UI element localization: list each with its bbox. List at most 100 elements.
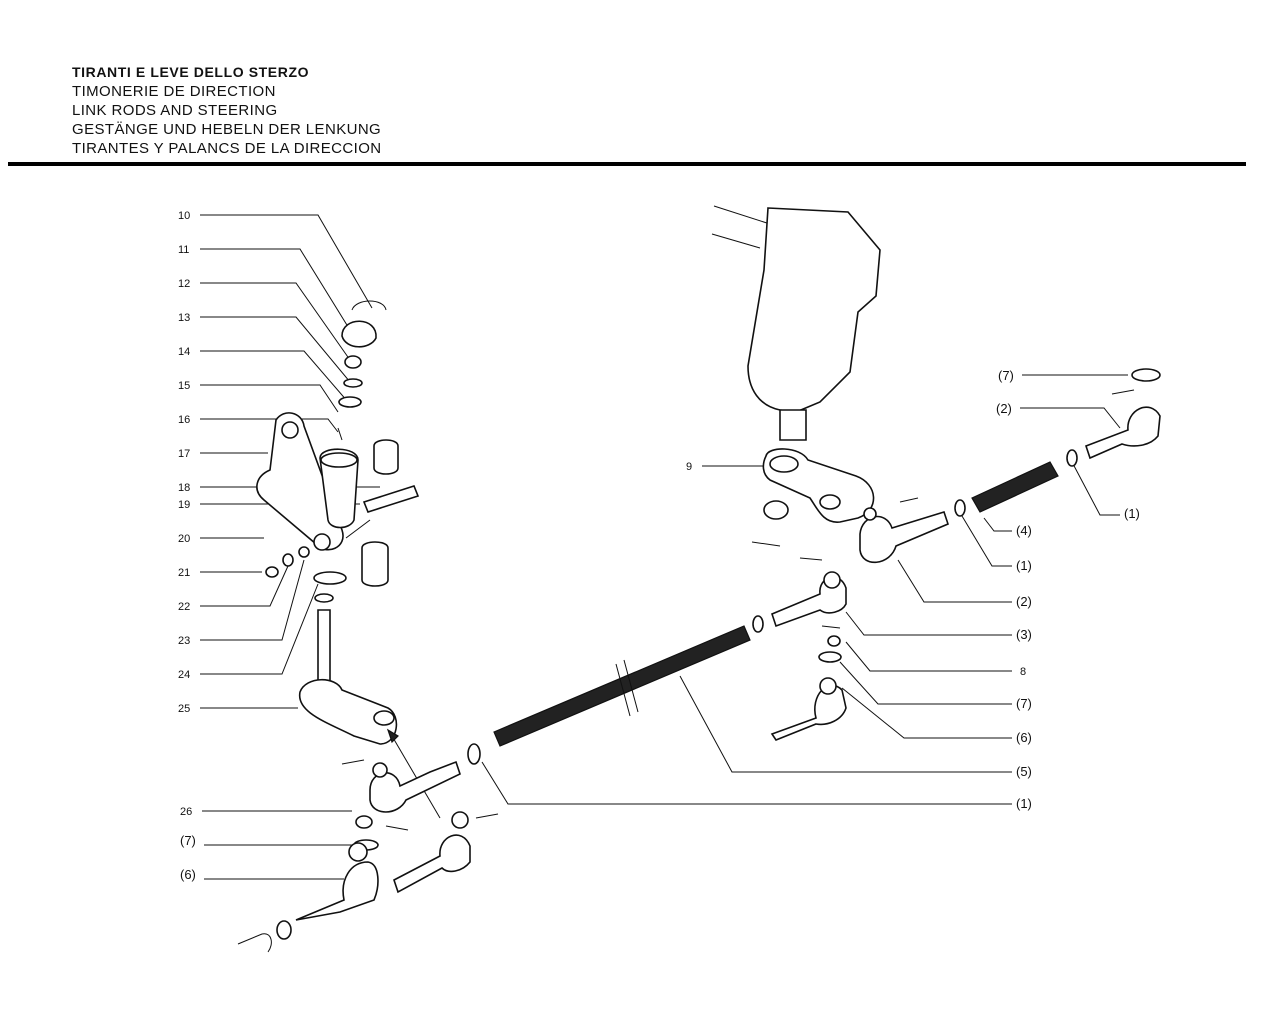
leader-4	[983, 517, 1012, 532]
washer-14	[338, 396, 362, 408]
leader-13	[200, 316, 351, 383]
steering-box-housing	[747, 207, 881, 413]
callout-3: (3)	[1016, 627, 1032, 642]
pitman-arm-eye	[769, 455, 799, 473]
leader-1-c	[481, 761, 1012, 805]
circlip-10	[351, 300, 387, 311]
washer-20	[298, 546, 310, 558]
stud-2-mid	[863, 507, 877, 521]
leader-2-mid	[897, 559, 1012, 603]
nut-26	[355, 815, 373, 829]
tie-rod-end-stub	[237, 933, 272, 953]
title-german: GESTÄNGE UND HEBELN DER LENKUNG	[72, 121, 382, 138]
ball-joint-3	[771, 576, 847, 628]
center-rod	[467, 571, 847, 765]
washer-22	[282, 553, 294, 567]
bush-upper	[373, 439, 399, 475]
split-pin-lower-b	[475, 813, 499, 819]
callout-17: 17	[178, 448, 190, 460]
header-rule	[8, 162, 1246, 166]
leader-6-mid	[841, 687, 1012, 739]
callout-7-lower: (7)	[180, 833, 196, 848]
split-pin-16	[337, 427, 343, 441]
callout-10: 10	[178, 210, 190, 222]
leader-14	[200, 350, 349, 403]
stud-right-lower	[451, 811, 469, 829]
split-pin-b	[751, 541, 781, 547]
bush-lower	[361, 541, 389, 587]
nut-lower	[276, 920, 292, 940]
stud-6-mid	[819, 677, 837, 695]
callout-26: 26	[180, 806, 192, 818]
stud-upper-left	[372, 762, 388, 778]
ball-joint-right-lower	[393, 834, 471, 894]
castle-nut	[763, 500, 789, 520]
callout-20: 20	[178, 533, 190, 545]
leader-23	[200, 559, 305, 641]
nut-21	[265, 566, 279, 578]
nut-12	[344, 355, 362, 369]
steering-column	[711, 205, 771, 249]
title-block: TIRANTI E LEVE DELLO STERZO TIMONERIE DE…	[72, 63, 382, 158]
leader-7-mid	[839, 661, 1012, 705]
ball-joint-2-top	[1084, 406, 1161, 460]
right-tie-rod	[859, 368, 1161, 564]
callout-16: 16	[178, 414, 190, 426]
callout-15: 15	[178, 380, 190, 392]
leader-11	[200, 248, 351, 331]
leader-22	[200, 565, 289, 607]
nut-1-c	[467, 743, 481, 765]
bottom-left-callouts: 26 (7) (6)	[180, 806, 352, 882]
idler-arm-eye	[373, 710, 395, 726]
bracket-hole-upper	[281, 421, 299, 439]
callout-1-c: (1)	[1016, 796, 1032, 811]
leader-24	[200, 583, 319, 675]
washer-24	[314, 593, 334, 603]
nut-3	[752, 615, 764, 633]
seal-23	[313, 571, 347, 585]
leader-15	[200, 384, 339, 413]
left-callouts: 10 11 12 13 14 15 16 17 18 19 20 21 22 2…	[178, 210, 380, 715]
stud-6-lower	[348, 842, 368, 862]
callout-18: 18	[178, 482, 190, 494]
lower-left-tie-rod	[237, 759, 499, 953]
nut-8	[827, 635, 841, 647]
leader-12	[200, 282, 351, 361]
housing-top	[320, 452, 358, 468]
dust-cap-11	[341, 320, 377, 348]
leader-16	[200, 418, 339, 433]
title-english: LINK RODS AND STEERING	[72, 102, 278, 119]
callout-13: 13	[178, 312, 190, 324]
stud-3	[823, 571, 841, 589]
callout-6-lower: (6)	[180, 867, 196, 882]
callout-12: 12	[178, 278, 190, 290]
seal-7-top	[1131, 368, 1161, 382]
split-pin-a	[899, 497, 919, 503]
title-italian: TIRANTI E LEVE DELLO STERZO	[72, 64, 310, 80]
leader-10	[200, 214, 373, 309]
pitman-arm-hole	[819, 494, 841, 510]
split-pin-8	[821, 625, 841, 629]
callout-22: 22	[178, 601, 190, 613]
callout-11: 11	[178, 244, 189, 256]
leader-1-b	[961, 515, 1012, 567]
nut-1-b	[954, 499, 966, 517]
callout-24: 24	[178, 669, 190, 681]
idler-shaft	[317, 609, 331, 691]
sector-shaft	[779, 409, 807, 441]
bracket-17	[256, 412, 344, 551]
title-french: TIMONERIE DE DIRECTION	[72, 83, 276, 100]
leader-8	[845, 641, 1012, 672]
callout-1-b: (1)	[1016, 558, 1032, 573]
bolt-18	[362, 485, 420, 513]
adjuster-tube-4	[971, 461, 1059, 513]
ball-joint-6-mid	[770, 684, 847, 741]
callout-25: 25	[178, 703, 190, 715]
split-pin-top	[1111, 389, 1135, 395]
callout-9: 9	[686, 461, 692, 473]
leader-1-a	[1071, 461, 1120, 516]
callout-1-a: (1)	[1124, 506, 1140, 521]
split-pin-26	[385, 825, 409, 831]
washer-13	[343, 378, 363, 388]
